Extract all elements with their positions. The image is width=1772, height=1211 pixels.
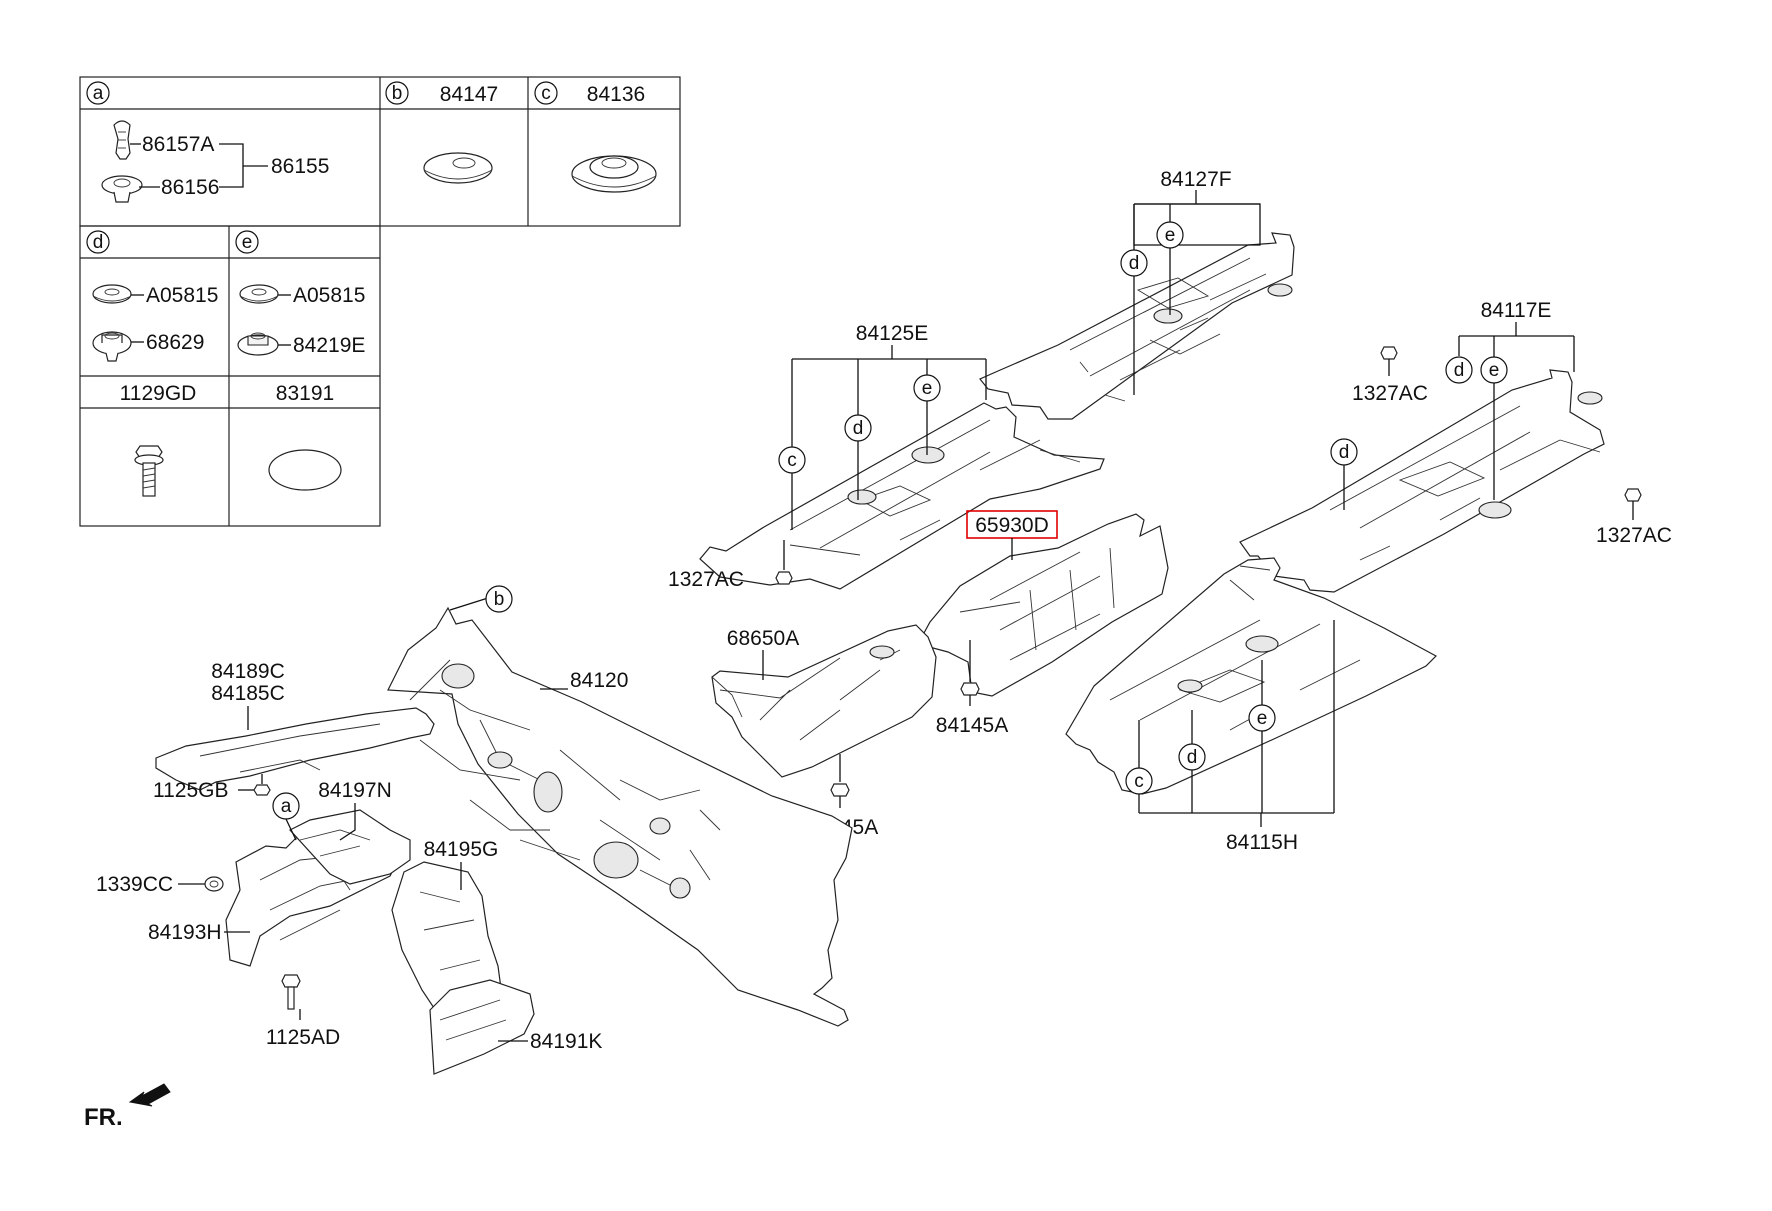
label-84115H: 84115H (1226, 831, 1298, 854)
bolt-1125AD (281, 974, 301, 1010)
nut-68629-drawing (92, 331, 132, 362)
panel-84127F (979, 232, 1295, 420)
panel-84115H (1065, 557, 1437, 795)
panel-84197N (289, 809, 411, 885)
label-68650A: 68650A (727, 627, 799, 650)
label-84145A-right: 84145A (936, 714, 1008, 737)
panel-84117E (1239, 369, 1605, 593)
washer-A05815-d-drawing (92, 284, 132, 304)
label-e-84219E: 84219E (293, 334, 365, 357)
panel-84191K (429, 979, 535, 1075)
legend-header-e: e (235, 230, 259, 254)
svg-text:a: a (281, 796, 292, 817)
nut-1327AC-mid (775, 540, 793, 585)
nut-84219E-drawing (237, 332, 279, 356)
label-84191K: 84191K (530, 1030, 602, 1053)
grommet-1339CC (204, 876, 224, 892)
legend-table: a b 84147 c 84136 d e 1129GD 83191 (79, 76, 681, 527)
svg-text:d: d (93, 232, 104, 253)
legend-part-84136: 84136 (587, 83, 645, 106)
label-d-68629: 68629 (146, 331, 204, 354)
circle-c-84115H: c (1125, 767, 1153, 795)
nut-1327AC-right (1624, 488, 1642, 520)
panel-65930D (917, 513, 1169, 697)
label-86155: 86155 (271, 155, 329, 178)
panel-84120 (387, 606, 853, 1027)
circle-d-84125E: d (844, 414, 872, 442)
svg-text:d: d (1129, 253, 1140, 274)
legend-header-d: d (86, 230, 110, 254)
nut-1327AC-top (1380, 346, 1398, 376)
bolt-1129GD-drawing (134, 445, 164, 497)
panel-84189C (155, 707, 435, 791)
svg-text:c: c (787, 450, 797, 471)
label-84189C: 84189C (211, 660, 285, 683)
front-direction-arrow (128, 1083, 171, 1107)
panel-68650A (711, 624, 937, 778)
label-1327AC-mid: 1327AC (668, 568, 744, 591)
legend-header-a: a (86, 81, 110, 105)
label-84117E: 84117E (1481, 299, 1552, 322)
svg-text:b: b (392, 83, 403, 104)
label-1125GB: 1125GB (153, 779, 229, 802)
label-84197N: 84197N (318, 779, 392, 802)
label-65930D: 65930D (975, 514, 1049, 537)
label-e-A05815: A05815 (293, 284, 365, 307)
label-1327AC-right: 1327AC (1596, 524, 1672, 547)
circle-e-84127F: e (1156, 221, 1184, 249)
circle-d-84117E-left: d (1330, 438, 1358, 466)
washer-84147-drawing (423, 152, 493, 184)
label-d-A05815: A05815 (146, 284, 218, 307)
legend-header-c: c 84136 (534, 81, 645, 106)
legend-part-1129GD: 1129GD (120, 382, 197, 405)
svg-text:c: c (1134, 771, 1144, 792)
circle-b-84120: b (485, 585, 513, 613)
clip-86157A-drawing (113, 120, 131, 160)
svg-text:c: c (541, 83, 551, 104)
svg-text:d: d (853, 418, 864, 439)
svg-text:d: d (1187, 747, 1198, 768)
fastener-84145A-lower (830, 754, 850, 808)
label-86157A: 86157A (142, 133, 214, 156)
circle-e-84115H: e (1248, 704, 1276, 732)
svg-text:e: e (1489, 360, 1500, 381)
front-direction-label: FR. (84, 1104, 123, 1131)
circle-a-left-cluster: a (272, 792, 300, 820)
label-84193H: 84193H (148, 921, 222, 944)
grommet-86156-drawing (101, 175, 143, 203)
svg-text:e: e (1257, 708, 1268, 729)
svg-text:a: a (93, 83, 104, 104)
grommet-84136-drawing (571, 155, 657, 193)
label-84195G: 84195G (424, 838, 499, 861)
svg-text:e: e (242, 232, 253, 253)
legend-part-84147: 84147 (440, 83, 498, 106)
svg-text:d: d (1339, 442, 1350, 463)
plug-83191-drawing (268, 449, 342, 491)
circle-d-84127F: d (1120, 249, 1148, 277)
fastener-84145A-right (960, 640, 980, 706)
label-84127F: 84127F (1160, 168, 1231, 191)
label-86156: 86156 (161, 176, 219, 199)
label-84125E: 84125E (856, 322, 928, 345)
svg-text:e: e (922, 378, 933, 399)
label-1327AC-top: 1327AC (1352, 382, 1428, 405)
label-1339CC: 1339CC (96, 873, 173, 896)
legend-part-83191: 83191 (276, 382, 334, 405)
svg-text:d: d (1454, 360, 1465, 381)
circle-e-84125E: e (913, 374, 941, 402)
svg-text:e: e (1165, 225, 1176, 246)
circle-c-84125E: c (778, 446, 806, 474)
circle-e-84117E: e (1480, 356, 1508, 384)
svg-text:b: b (494, 589, 505, 610)
bolt-1125GB (253, 774, 271, 796)
label-84185C: 84185C (211, 682, 285, 705)
panel-84125E (699, 402, 1105, 590)
circle-d-84115H: d (1178, 743, 1206, 771)
washer-A05815-e-drawing (239, 284, 279, 304)
circle-d-84117E: d (1445, 356, 1473, 384)
label-84120: 84120 (570, 669, 628, 692)
legend-header-b: b 84147 (385, 81, 498, 106)
label-1125AD: 1125AD (266, 1026, 340, 1049)
